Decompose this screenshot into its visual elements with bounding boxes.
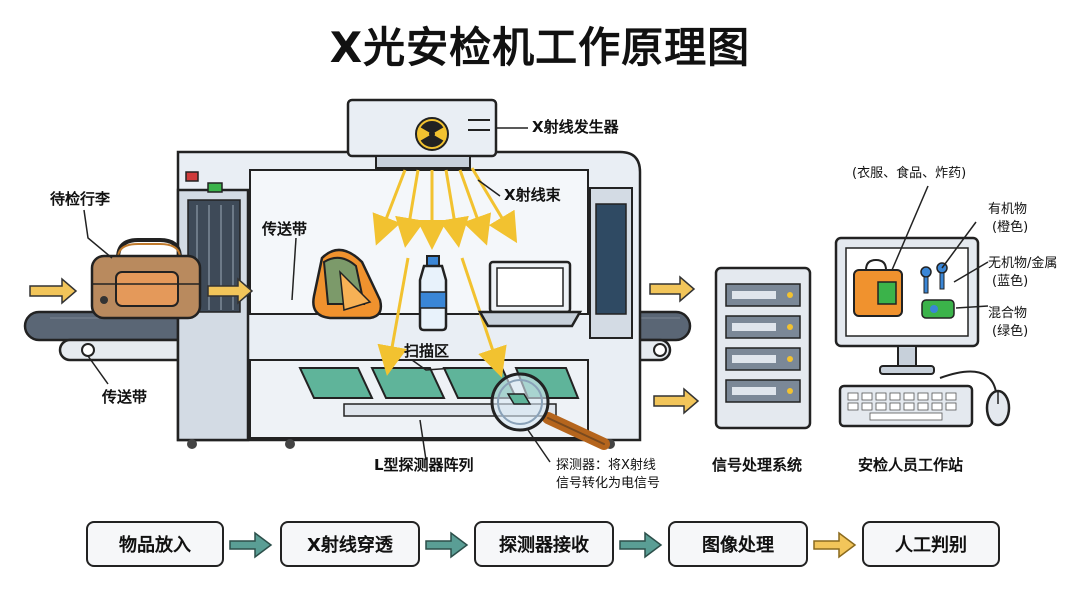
xray-generator-label: X射线发生器 — [532, 118, 619, 136]
inorganic-color-label: (蓝色) — [992, 274, 1029, 289]
radiation-icon — [415, 117, 449, 151]
signal-system-label: 信号处理系统 — [712, 456, 803, 474]
input-arrow-1 — [29, 277, 78, 305]
step-detector-reception: 探测器接收 — [474, 521, 614, 567]
inorganic-label: 无机物/金属 — [988, 256, 1058, 271]
laptop-icon — [477, 260, 583, 328]
mixed-label: 混合物 — [988, 306, 1028, 321]
organic-color-label: (橙色) — [992, 220, 1029, 235]
detector-note-line1: 探测器：将X射线 — [556, 458, 656, 473]
magnifier-icon — [490, 372, 610, 450]
xray-generator — [346, 98, 498, 169]
mouse-icon — [939, 370, 1011, 427]
server-icon — [714, 266, 812, 430]
backpack-icon — [312, 248, 383, 320]
detector-array-label: L型探测器阵列 — [374, 456, 474, 474]
arrow-icon — [619, 531, 663, 559]
arrow-icon — [425, 531, 469, 559]
pending-luggage-label: 待检行李 — [50, 190, 111, 208]
flow-arrows — [229, 531, 857, 559]
step-item-input: 物品放入 — [86, 521, 224, 567]
key-icon — [920, 262, 948, 294]
output-arrow-1 — [649, 275, 696, 303]
organic-label: 有机物 — [988, 202, 1028, 217]
detector-note-line2: 信号转化为电信号 — [556, 476, 661, 491]
leader-lines — [83, 127, 989, 463]
step-image-processing: 图像处理 — [668, 521, 808, 567]
arrow-icon — [813, 531, 857, 559]
page-title: X光安检机工作原理图 — [329, 23, 751, 72]
mixed-color-label: (绿色) — [992, 324, 1029, 339]
xray-beam-label: X射线束 — [504, 186, 561, 204]
monitor-icon — [834, 236, 980, 375]
step-xray-penetration: X射线穿透 — [280, 521, 420, 567]
category-examples-label: (衣服、食品、炸药) — [852, 166, 967, 181]
step-manual-judgment: 人工判别 — [862, 521, 1000, 567]
input-arrow-2 — [207, 277, 254, 305]
conveyor-belt-inside-label: 传送带 — [262, 220, 308, 238]
arrow-icon — [229, 531, 273, 559]
keyboard-icon — [838, 384, 974, 428]
bottle-icon — [418, 255, 448, 332]
bag-icon — [90, 238, 202, 320]
conveyor-belt-outside-label: 传送带 — [102, 388, 148, 406]
output-arrow-2 — [653, 387, 700, 415]
workstation-label: 安检人员工作站 — [858, 456, 964, 474]
scan-area-label: 扫描区 — [404, 342, 450, 360]
